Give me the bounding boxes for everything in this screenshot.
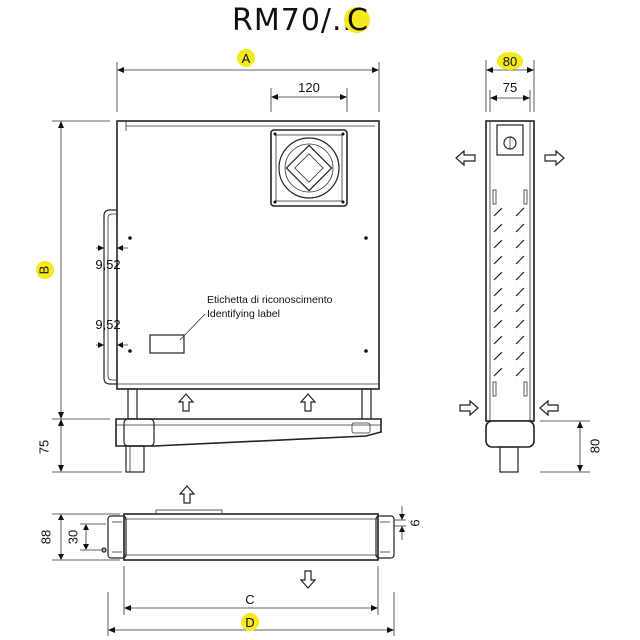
- dim-c-label: C: [245, 592, 254, 607]
- airflow-in-left-arrow: [459, 399, 479, 417]
- dim-75-top-label: 75: [503, 80, 517, 95]
- identifying-label-box: [149, 334, 185, 354]
- dim-a: A: [116, 49, 380, 112]
- dim-80-right: 80: [540, 420, 602, 473]
- dim-952-lower-label: 9,52: [95, 317, 120, 332]
- side-view: [455, 120, 565, 473]
- title-suffix: C: [347, 3, 369, 38]
- dim-952-lower: 9,52: [95, 317, 128, 356]
- top-left-header: [107, 515, 127, 559]
- title-group: RM70/... C: [232, 3, 370, 38]
- top-view: [101, 485, 395, 589]
- dim-c: C: [123, 566, 379, 615]
- side-body: [485, 120, 535, 422]
- top-body: [123, 513, 379, 561]
- top-airflow-down-arrow: [299, 570, 317, 589]
- side-top-bracket: [496, 124, 524, 156]
- dim-75-left: 75: [36, 419, 122, 473]
- drip-tray: [115, 418, 382, 447]
- side-tray: [485, 420, 535, 448]
- dim-d: D: [107, 592, 395, 636]
- front-view: Etichetta di riconoscimento Identifying …: [103, 120, 382, 473]
- dim-d-label: D: [245, 615, 254, 630]
- title-suffix-highlight: [344, 7, 370, 33]
- top-airflow-up-arrow: [178, 485, 196, 504]
- dim-952-upper: 9,52: [95, 228, 128, 272]
- dim-a-label: A: [242, 51, 251, 66]
- side-drain: [499, 446, 519, 473]
- annotation-line1: Etichetta di riconoscimento: [207, 294, 333, 306]
- dim-80-top: 80: [485, 52, 535, 112]
- screw: [364, 349, 368, 353]
- annotation-line2: Identifying label: [207, 308, 280, 320]
- top-right-header: [375, 515, 395, 559]
- front-body: [116, 120, 380, 390]
- pipe-outer: [103, 209, 117, 385]
- pipe-inner: [107, 213, 117, 381]
- dim-88: 88: [38, 513, 120, 561]
- screw: [128, 236, 132, 240]
- dim-b-label: B: [36, 266, 51, 275]
- drain-pipe: [125, 445, 145, 473]
- dim-952-upper-label: 9,52: [95, 257, 120, 272]
- dim-6: 6: [394, 506, 422, 540]
- side-louvres: [492, 189, 528, 397]
- dim-75-left-label: 75: [36, 440, 51, 454]
- airflow-out-left-arrow: [455, 149, 476, 167]
- dim-b: B: [36, 120, 110, 420]
- airflow-out-right-arrow: [544, 149, 565, 167]
- dim-88-label: 88: [38, 530, 53, 544]
- front-leg-right: [361, 388, 372, 420]
- dim-120-label: 120: [298, 80, 320, 95]
- dim-80-top-label: 80: [503, 54, 517, 69]
- airflow-in-right-arrow: [539, 399, 559, 417]
- airflow-up-arrow: [177, 393, 195, 412]
- dim-30: 30: [65, 523, 106, 551]
- dim-80-right-label: 80: [587, 439, 602, 453]
- dim-6-label: 6: [407, 519, 422, 526]
- dim-120: 120: [270, 80, 348, 112]
- dim-75-top: 75: [489, 80, 531, 112]
- dim-30-label: 30: [65, 530, 80, 544]
- fan-grille: [270, 129, 348, 207]
- label-leader: [179, 313, 206, 341]
- screw: [364, 236, 368, 240]
- title-model: RM70/...: [232, 3, 364, 38]
- airflow-up-arrow: [299, 393, 317, 412]
- screw: [128, 349, 132, 353]
- front-leg-left: [127, 388, 138, 420]
